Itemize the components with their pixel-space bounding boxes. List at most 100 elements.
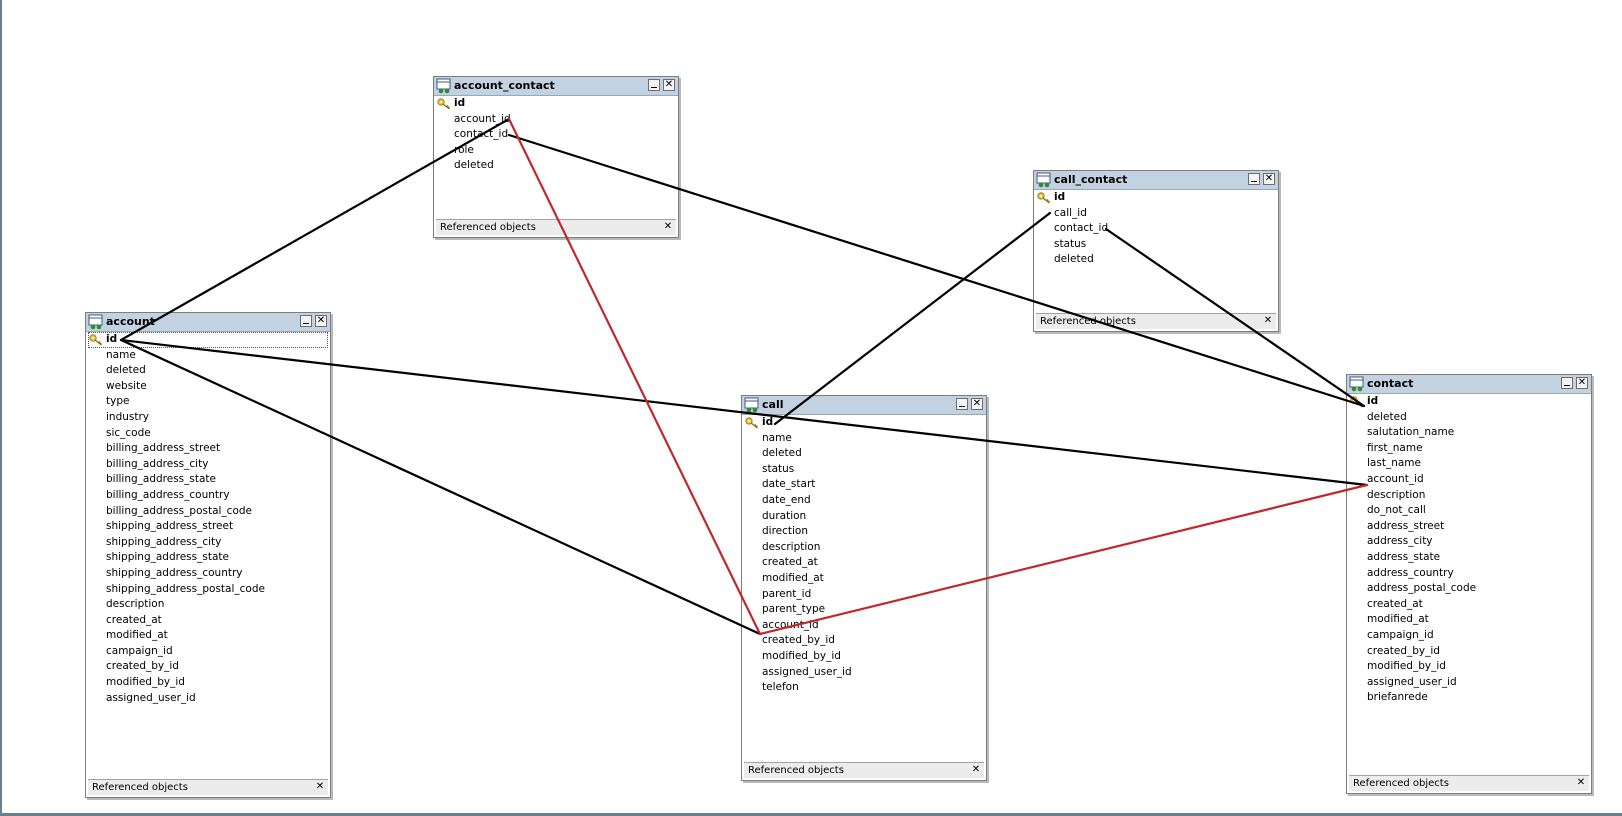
table-field[interactable]: salutation_name (1349, 425, 1589, 441)
table-field[interactable]: parent_type (744, 602, 984, 618)
table-title-bar[interactable]: account ✕ (86, 313, 330, 332)
table-field[interactable]: industry (88, 410, 328, 426)
referenced-objects-bar[interactable]: Referenced objects ✕ (1349, 775, 1589, 791)
table-field[interactable]: sic_code (88, 426, 328, 442)
referenced-objects-bar[interactable]: Referenced objects ✕ (88, 779, 328, 795)
table-field[interactable]: shipping_address_street (88, 519, 328, 535)
close-icon[interactable]: ✕ (971, 764, 981, 775)
table-field[interactable]: modified_at (744, 571, 984, 587)
table-field[interactable]: name (88, 348, 328, 364)
table-field[interactable]: assigned_user_id (1349, 675, 1589, 691)
close-button[interactable]: ✕ (971, 398, 983, 410)
table-field[interactable]: billing_address_postal_code (88, 504, 328, 520)
table-field[interactable]: date_start (744, 477, 984, 493)
primary-key-field[interactable]: id (744, 415, 984, 431)
close-button[interactable]: ✕ (1263, 173, 1275, 185)
table-field[interactable]: do_not_call (1349, 503, 1589, 519)
table-field[interactable]: address_country (1349, 566, 1589, 582)
table-field[interactable]: telefon (744, 680, 984, 696)
table-field[interactable]: call_id (1036, 206, 1276, 222)
table-field[interactable]: campaign_id (88, 644, 328, 660)
relation-line-black[interactable] (773, 211, 1052, 426)
referenced-objects-bar[interactable]: Referenced objects ✕ (436, 219, 676, 235)
table-field[interactable]: deleted (436, 158, 676, 174)
table-field[interactable]: modified_by_id (744, 649, 984, 665)
minimize-button[interactable] (300, 315, 312, 327)
table-field[interactable]: billing_address_city (88, 457, 328, 473)
table-field[interactable]: name (744, 431, 984, 447)
table-field[interactable]: assigned_user_id (88, 691, 328, 707)
table-field[interactable]: contact_id (1036, 221, 1276, 237)
table-field[interactable]: type (88, 394, 328, 410)
table-field[interactable]: parent_id (744, 587, 984, 603)
table-field[interactable]: created_by_id (1349, 644, 1589, 660)
table-field[interactable]: shipping_address_country (88, 566, 328, 582)
table-field[interactable]: campaign_id (1349, 628, 1589, 644)
table-field[interactable]: account_id (744, 618, 984, 634)
table-title-bar[interactable]: call_contact ✕ (1034, 171, 1278, 190)
table-field[interactable]: billing_address_state (88, 472, 328, 488)
table-field[interactable]: direction (744, 524, 984, 540)
table-field[interactable]: billing_address_country (88, 488, 328, 504)
close-button[interactable]: ✕ (315, 315, 327, 327)
table-field[interactable]: website (88, 379, 328, 395)
primary-key-field[interactable]: id (1349, 394, 1589, 410)
table-field[interactable]: deleted (744, 446, 984, 462)
table-field[interactable]: account_id (436, 112, 676, 128)
primary-key-field[interactable]: id (436, 96, 676, 112)
table-field[interactable]: account_id (1349, 472, 1589, 488)
table-field[interactable]: created_by_id (88, 659, 328, 675)
table-field[interactable]: status (744, 462, 984, 478)
table-field[interactable]: role (436, 143, 676, 159)
minimize-button[interactable] (1561, 377, 1573, 389)
table-field[interactable]: shipping_address_city (88, 535, 328, 551)
close-icon[interactable]: ✕ (315, 781, 325, 792)
minimize-button[interactable] (956, 398, 968, 410)
table-field[interactable]: briefanrede (1349, 690, 1589, 706)
table-field[interactable]: first_name (1349, 441, 1589, 457)
close-button[interactable]: ✕ (663, 79, 675, 91)
table-field[interactable]: address_street (1349, 519, 1589, 535)
table-field[interactable]: deleted (1036, 252, 1276, 268)
close-icon[interactable]: ✕ (663, 221, 673, 232)
primary-key-field[interactable]: id (88, 332, 328, 348)
table-field[interactable]: created_at (1349, 597, 1589, 613)
table-field[interactable]: modified_at (1349, 612, 1589, 628)
table-title-bar[interactable]: account_contact ✕ (434, 77, 678, 96)
referenced-objects-bar[interactable]: Referenced objects ✕ (1036, 313, 1276, 329)
table-field[interactable]: modified_by_id (1349, 659, 1589, 675)
referenced-objects-bar[interactable]: Referenced objects ✕ (744, 762, 984, 778)
table-field[interactable]: address_city (1349, 534, 1589, 550)
table-field[interactable]: billing_address_street (88, 441, 328, 457)
table-field[interactable]: contact_id (436, 127, 676, 143)
table-field[interactable]: date_end (744, 493, 984, 509)
table-field[interactable]: description (88, 597, 328, 613)
table-field[interactable]: deleted (1349, 410, 1589, 426)
table-field[interactable]: modified_at (88, 628, 328, 644)
table-field[interactable]: modified_by_id (88, 675, 328, 691)
table-field[interactable]: address_postal_code (1349, 581, 1589, 597)
table-title-bar[interactable]: contact ✕ (1347, 375, 1591, 394)
table-field[interactable]: assigned_user_id (744, 665, 984, 681)
minimize-button[interactable] (1248, 173, 1260, 185)
table-field[interactable]: deleted (88, 363, 328, 379)
table-field[interactable]: created_at (744, 555, 984, 571)
table-field[interactable]: duration (744, 509, 984, 525)
minimize-button[interactable] (648, 79, 660, 91)
table-field[interactable]: last_name (1349, 456, 1589, 472)
table-field[interactable]: shipping_address_state (88, 550, 328, 566)
table-title-bar[interactable]: call ✕ (742, 396, 986, 415)
table-field[interactable]: description (1349, 488, 1589, 504)
table-field[interactable]: address_state (1349, 550, 1589, 566)
table-field[interactable]: description (744, 540, 984, 556)
table-field[interactable]: created_by_id (744, 633, 984, 649)
table-field[interactable]: shipping_address_postal_code (88, 582, 328, 598)
close-icon[interactable]: ✕ (1576, 777, 1586, 788)
table-field[interactable]: status (1036, 237, 1276, 253)
table-field[interactable]: created_at (88, 613, 328, 629)
